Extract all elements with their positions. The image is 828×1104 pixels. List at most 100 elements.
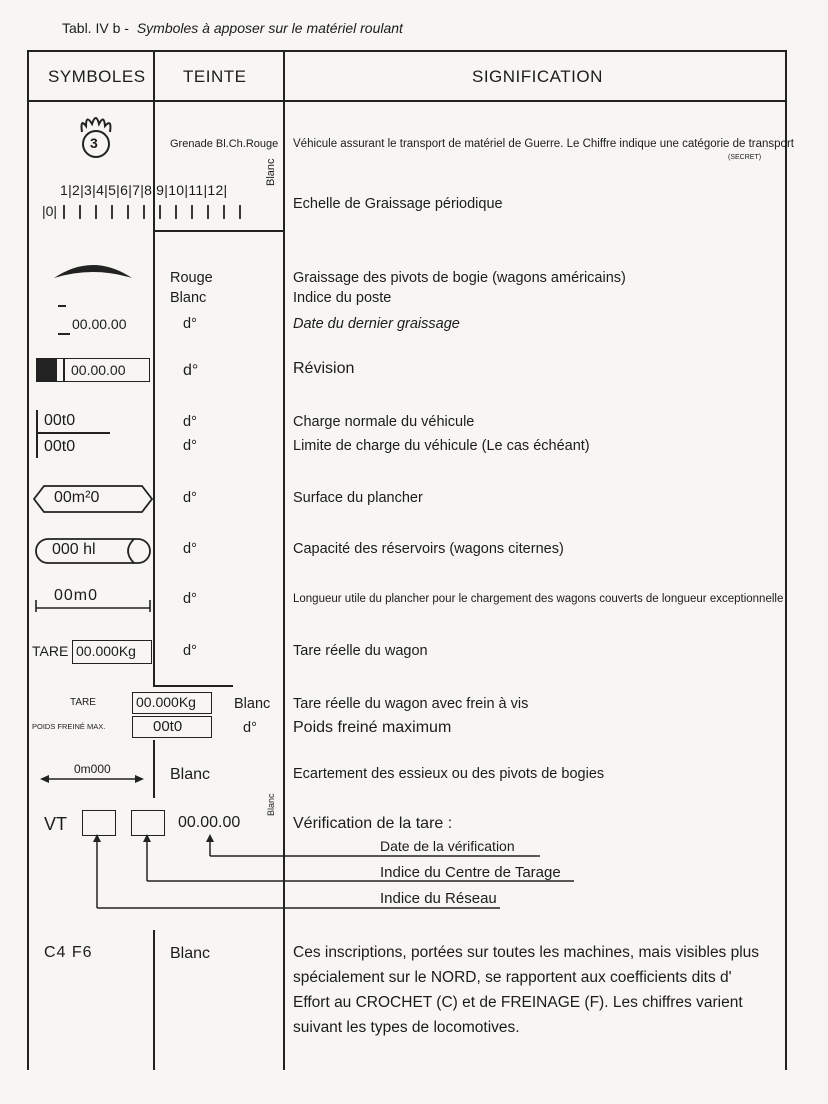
capacite-tank: 000 hl xyxy=(34,536,152,566)
col-step-1 xyxy=(153,230,283,232)
grenade-number: 3 xyxy=(90,135,98,151)
tare-signification: Tare réelle du wagon xyxy=(293,643,428,659)
graissage-periodique-signification: Echelle de Graissage périodique xyxy=(293,196,503,212)
poids-freine-box: 00t0 xyxy=(132,716,212,738)
ecartement-arrow xyxy=(40,772,144,784)
coefficients-teinte: Blanc xyxy=(170,945,211,962)
col-sep-1c xyxy=(153,240,155,685)
col-sep-1b xyxy=(153,230,155,240)
revision-divider xyxy=(63,359,65,381)
revision-symbol: 00.00.00 xyxy=(71,362,126,378)
indice-reseau-box xyxy=(82,810,116,836)
revision-teinte: d° xyxy=(183,362,199,379)
ecartement-signification: Ecartement des essieux ou des pivots de … xyxy=(293,766,605,782)
coefficients-line-3: Effort au CROCHET (C) et de FREINAGE (F)… xyxy=(293,994,743,1011)
grenade-signification: Véhicule assurant le transport de matéri… xyxy=(293,138,794,150)
frame-right xyxy=(785,50,787,1070)
tare-frein-symbol: 00.000Kg xyxy=(136,694,196,710)
scale-ticks xyxy=(60,205,260,219)
indice-poste-signification: Indice du poste xyxy=(293,290,392,306)
verification-reseau-label: Indice du Réseau xyxy=(380,890,497,907)
surface-symbol: 00m²0 xyxy=(54,489,100,506)
poids-freine-signification: Poids freiné maximum xyxy=(293,719,452,736)
verification-centre-label: Indice du Centre de Tarage xyxy=(380,864,561,881)
pivots-teinte-blanc: Blanc xyxy=(170,290,207,306)
poids-freine-symbol: 00t0 xyxy=(153,718,183,735)
limite-charge-signification: Limite de charge du véhicule (Le cas éch… xyxy=(293,438,590,454)
coefficients-line-4: suivant les types de locomotives. xyxy=(293,1019,520,1036)
grenade-icon xyxy=(80,117,112,158)
tare-frein-signification: Tare réelle du wagon avec frein à vis xyxy=(293,696,529,712)
poids-freine-label: POIDS FREINÉ MAX. xyxy=(32,722,106,731)
col-sep-1a xyxy=(153,50,155,230)
verification-signification: Vérification de la tare : xyxy=(293,815,453,832)
double-arrow-icon xyxy=(40,775,144,783)
charge-normale-symbol: 00t0 xyxy=(44,412,76,429)
charge-left-bar xyxy=(36,410,38,458)
date-graissage-teinte: d° xyxy=(183,316,197,332)
revision-signification: Révision xyxy=(293,360,355,377)
scale-zero: |0| xyxy=(42,203,58,219)
table-caption: Symboles à apposer sur le matériel roula… xyxy=(136,20,403,36)
verification-date-symbol: 00.00.00 xyxy=(178,814,241,831)
capacite-teinte: d° xyxy=(183,541,197,557)
hexagon-icon xyxy=(32,485,154,513)
col-sep-2 xyxy=(283,50,285,1070)
tare-frein-label: TARE xyxy=(70,697,96,708)
dimension-arrow-icon xyxy=(35,600,151,612)
tare-teinte: d° xyxy=(183,643,197,659)
capacite-signification: Capacité des réservoirs (wagons citernes… xyxy=(293,541,564,557)
arc-icon xyxy=(54,265,132,278)
indice-centre-box xyxy=(131,810,165,836)
charge-teinte-1: d° xyxy=(183,414,197,430)
tare-symbol: 00.000Kg xyxy=(76,643,136,659)
table-title: Tabl. IV b - Symboles à apposer sur le m… xyxy=(62,20,403,36)
grenade-symbol: 3 xyxy=(74,112,118,162)
vertical-blanc-2: Blanc xyxy=(266,793,276,816)
header-teinte: TEINTE xyxy=(183,67,247,86)
longueur-teinte: d° xyxy=(183,591,197,607)
charge-divider xyxy=(36,432,110,434)
pivots-signification: Graissage des pivots de bogie (wagons am… xyxy=(293,270,626,286)
revision-symbol-box: 00.00.00 xyxy=(36,358,150,382)
frame-top xyxy=(27,50,785,52)
frame-left xyxy=(27,50,29,1070)
tare-label: TARE xyxy=(32,643,69,659)
grenade-teinte: Grenade Bl.Ch.Rouge xyxy=(170,138,279,150)
verification-date-label: Date de la vérification xyxy=(380,838,515,854)
coefficients-line-1: Ces inscriptions, portées sur toutes les… xyxy=(293,944,760,961)
grenade-secret-note: (SECRET) xyxy=(728,154,762,161)
poids-freine-teinte: d° xyxy=(243,720,257,736)
verification-vt: VT xyxy=(44,814,68,834)
coefficients-symbol: C4 F6 xyxy=(44,944,93,961)
longueur-dimension-line xyxy=(34,598,152,614)
limite-charge-symbol: 00t0 xyxy=(44,438,76,455)
vertical-blanc-1: Blanc xyxy=(265,158,277,186)
surface-signification: Surface du plancher xyxy=(293,490,423,506)
surface-hexagon: 00m²0 xyxy=(32,484,154,514)
scale-numbers: 1|2|3|4|5|6|7|8|9|10|11|12| xyxy=(60,182,228,198)
capacite-symbol: 000 hl xyxy=(52,541,96,558)
bogie-arc-symbol xyxy=(52,260,134,282)
header-symboles: SYMBOLES xyxy=(48,67,146,86)
header-divider xyxy=(27,100,787,102)
date-graissage-symbol: 00.00.00 xyxy=(72,316,127,332)
charge-teinte-2: d° xyxy=(183,438,197,454)
col-sep-1e xyxy=(153,930,155,1070)
table-ref: Tabl. IV b - xyxy=(62,20,129,36)
longueur-signification: Longueur utile du plancher pour le charg… xyxy=(293,593,784,605)
revision-block xyxy=(37,359,57,381)
date-graissage-signification: Date du dernier graissage xyxy=(293,316,460,332)
pivots-teinte-rouge: Rouge xyxy=(170,270,213,286)
tank-icon xyxy=(35,538,151,564)
col-sep-1d xyxy=(153,740,155,798)
charge-normale-signification: Charge normale du véhicule xyxy=(293,414,475,430)
tare-box: 00.000Kg xyxy=(72,640,152,664)
ecartement-teinte: Blanc xyxy=(170,766,211,783)
col-step-2 xyxy=(153,685,233,687)
ecartement-symbol: 0m000 xyxy=(74,762,111,776)
surface-teinte: d° xyxy=(183,490,197,506)
poste-dash xyxy=(58,305,66,307)
date-dash xyxy=(58,333,70,335)
longueur-symbol: 00m0 xyxy=(54,587,99,604)
